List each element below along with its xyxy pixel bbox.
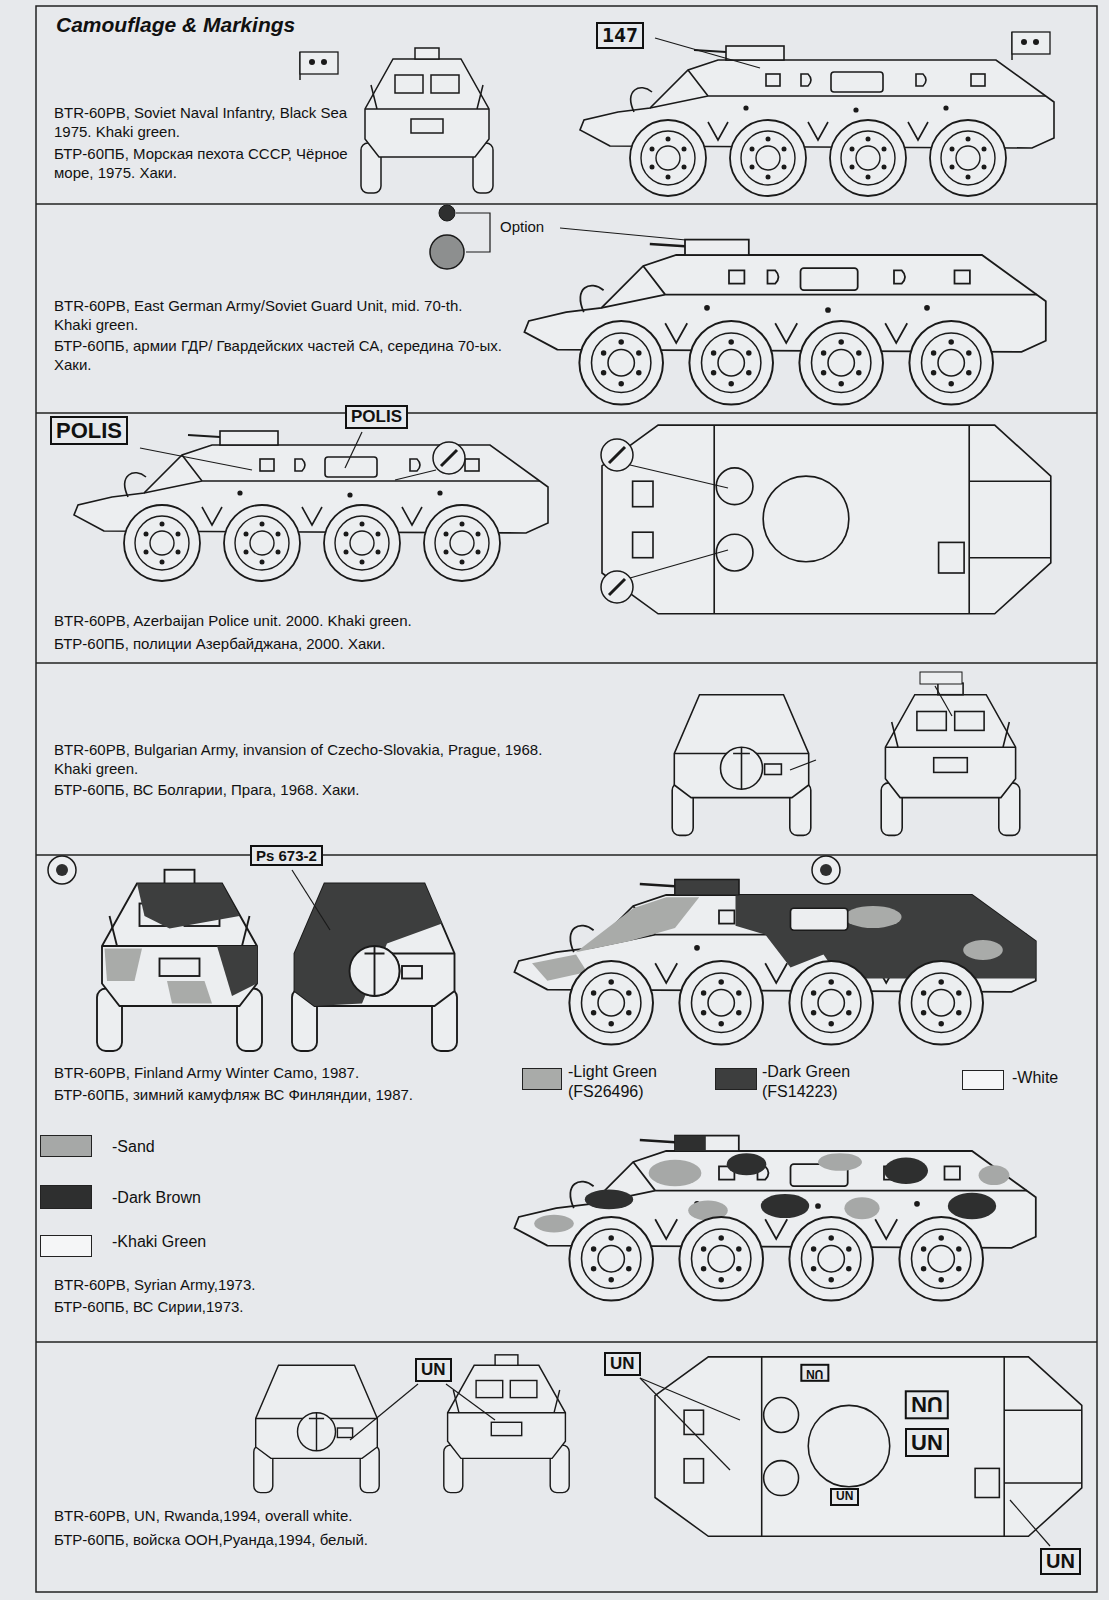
caption-text: BTR-60PB, Soviet Naval Infantry, Black S… [54,103,354,141]
rear-view [672,695,811,836]
roundel [812,856,840,884]
front-view [361,48,493,193]
legend-swatch [40,1185,92,1209]
marking-box: UN [415,1358,452,1382]
marking-box: UN [604,1352,641,1376]
sheet-frame [36,6,1097,1592]
caption-text: БТР-60ПБ, ВС Сирии,1973. [54,1297,244,1316]
front-view [444,1355,569,1493]
marking-box: Ps 673-2 [250,845,323,866]
legend-swatch [962,1070,1004,1090]
caption-text: Option [500,217,544,236]
front-view-camo [97,870,262,1051]
section-dividers [36,204,1097,1342]
caption-text: БТР-60ПБ, войска ООН,Руанда,1994, белый. [54,1530,368,1549]
marking-box: 147 [596,22,644,49]
caption-text: БТР-60ПБ, ВС Болгарии, Прага, 1968. Хаки… [54,780,359,799]
marking-box: POLIS [345,405,408,429]
legend-text: -Dark Green (FS14223) [762,1062,877,1103]
legend-text: -Khaki Green [112,1232,206,1252]
caption-text: БТР-60ПБ, армии ГДР/ Гвардейских частей … [54,336,504,374]
legend-text: -Light Green (FS26496) [568,1062,683,1103]
flag [300,52,338,80]
front-view [881,683,1020,835]
caption-text: BTR-60PB, East German Army/Soviet Guard … [54,296,504,334]
caption-text: БТР-60ПБ, Морская пехота СССР, Чёрное мо… [54,144,354,182]
flag [1012,32,1050,60]
rear-view [254,1365,379,1492]
side-view [74,431,548,581]
caption-text: BTR-60PB, UN, Rwanda,1994, overall white… [54,1506,352,1525]
legend-swatch [40,1235,92,1257]
legend-text: -Dark Brown [112,1188,201,1208]
legend-text: -White [1012,1068,1058,1088]
emblem [430,235,464,269]
roundel [56,864,68,876]
marking-box: UN [800,1364,829,1382]
legend-swatch [40,1135,92,1157]
leader-lines [140,432,728,578]
page-title: Camouflage & Markings [56,12,295,39]
marking-box: UN [830,1488,859,1506]
leader-lines [350,1378,1050,1546]
leader-line [560,228,686,240]
leader-line [790,760,816,770]
leader-line [456,213,490,252]
side-view-camo [514,880,1035,1045]
marking-box: POLIS [50,416,128,445]
plate-marking [920,672,962,684]
caption-text: BTR-60PB, Bulgarian Army, invansion of C… [54,740,554,778]
emblem-circles [433,439,633,603]
marking-box: UN [1040,1548,1081,1575]
emblem [439,205,455,221]
legend-swatch [715,1068,757,1090]
leader-line [935,686,952,716]
caption-text: BTR-60PB, Azerbaijan Police unit. 2000. … [54,611,412,630]
marking-box: UN [905,1428,949,1457]
side-view [524,240,1045,405]
leader-line [292,870,330,930]
caption-text: BTR-60PB, Syrian Army,1973. [54,1275,255,1294]
caption-text: БТР-60ПБ, зимний камуфляж ВС Финляндии, … [54,1085,413,1104]
caption-text: BTR-60PB, Finland Army Winter Camo, 1987… [54,1063,359,1082]
leader-line [655,38,760,68]
caption-text: БТР-60ПБ, полиции Азербайджана, 2000. Ха… [54,634,385,653]
top-view [602,425,1051,614]
side-view-camo [514,1136,1035,1301]
legend-swatch [522,1068,562,1090]
marking-box: UN [905,1390,949,1419]
legend-text: -Sand [112,1137,155,1157]
roundel [820,864,832,876]
roundel [48,856,76,884]
side-view [580,46,1054,196]
